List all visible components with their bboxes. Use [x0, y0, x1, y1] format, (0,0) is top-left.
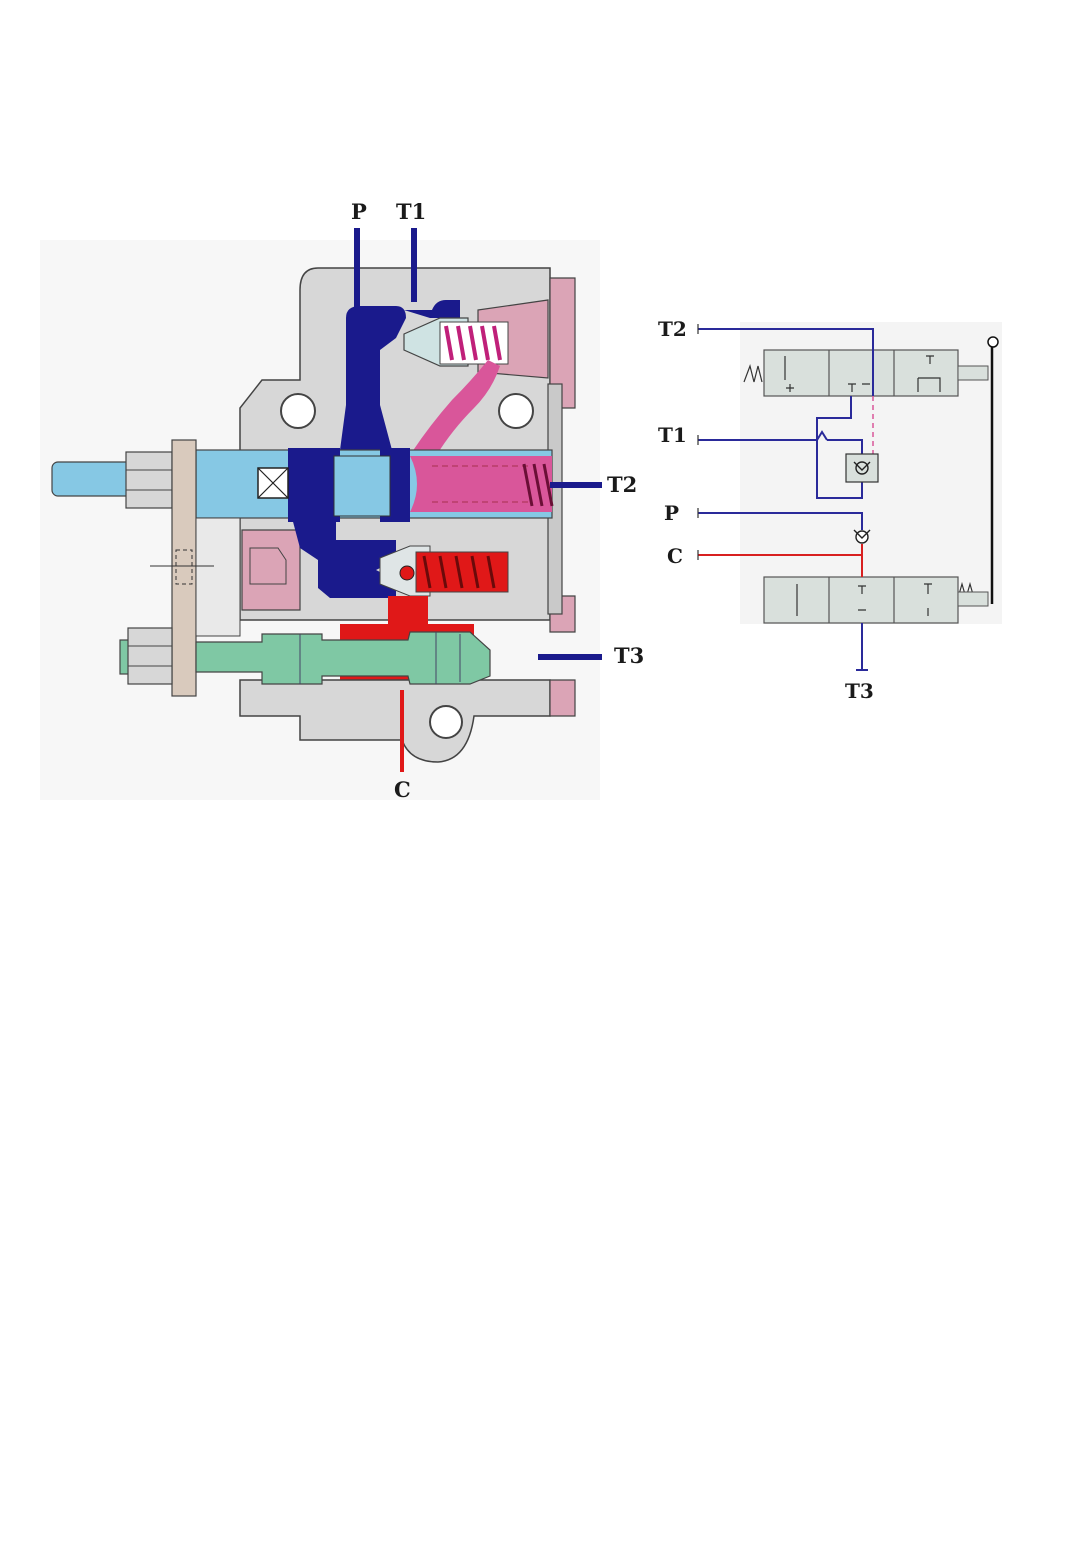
spring-icon: [440, 322, 508, 364]
hydraulic-schematic: T2 T1 P C T3: [658, 317, 1002, 703]
nut-icon: [126, 452, 172, 508]
valve-cross-section: P T1 T2 T3 C: [40, 199, 644, 802]
port-t1-label: T1: [396, 199, 426, 224]
mounting-flange: [172, 440, 196, 696]
spool-center: [334, 456, 390, 516]
schematic-t1-label: T1: [658, 423, 687, 447]
seat-plug: [250, 548, 286, 584]
nut-icon: [128, 628, 172, 684]
flange-spacer: [196, 518, 240, 636]
schematic-c-label: C: [667, 544, 683, 568]
lower-end-cap: [550, 680, 575, 716]
mounting-hole-right: [499, 394, 533, 428]
input-shaft: [52, 462, 132, 496]
lower-valve-symbol: [764, 577, 988, 623]
port-t3-label: T3: [614, 643, 644, 668]
spring-icon: [416, 552, 508, 592]
t3-line: [856, 623, 868, 670]
schematic-t2-label: T2: [658, 317, 687, 341]
schematic-t3-label: T3: [845, 679, 874, 703]
mounting-hole-bottom: [430, 706, 462, 738]
check-valve-icon: [846, 454, 878, 482]
mounting-hole-left: [281, 394, 315, 428]
spool-lock-icon: [258, 468, 288, 498]
port-c-label: C: [394, 777, 411, 802]
upper-valve-symbol: [744, 350, 988, 396]
spool-land-left: [288, 448, 340, 522]
port-t2-label: T2: [607, 472, 637, 497]
schematic-p-label: P: [664, 501, 679, 525]
port-p-label: P: [351, 199, 367, 224]
ball-icon: [400, 566, 414, 580]
lever-pivot-icon: [988, 337, 998, 347]
